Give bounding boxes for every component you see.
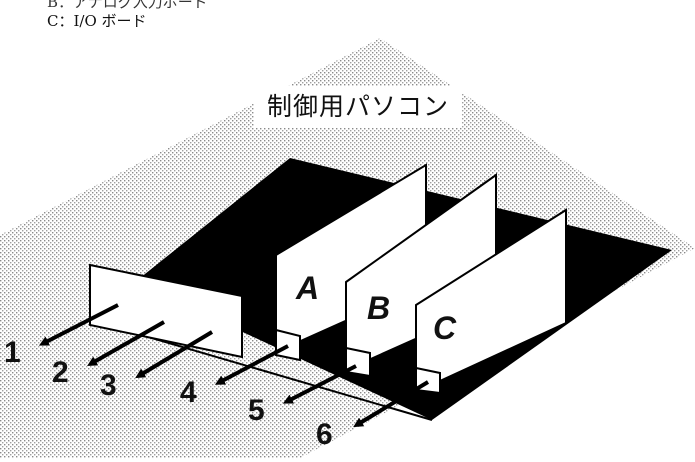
caption-line-c: C：I/O ボード: [47, 12, 147, 30]
label-5: 5: [248, 394, 265, 427]
arrow-4: [214, 344, 289, 385]
label-6: 6: [316, 418, 333, 451]
arrow-5: [282, 364, 357, 404]
label-2: 2: [52, 356, 69, 389]
card-label-c: C: [433, 310, 457, 346]
arrows: [38, 303, 430, 428]
label-4: 4: [180, 376, 197, 409]
label-3: 3: [100, 369, 117, 402]
arrow-2: [87, 320, 165, 366]
label-1: 1: [4, 336, 21, 369]
card-label-b: B: [367, 290, 391, 326]
card-label-a: A: [296, 270, 320, 306]
caption-line-b: B：アナログ入力ボード: [47, 0, 208, 11]
arrow-6: [353, 380, 430, 428]
arrow-3: [135, 330, 214, 379]
arrow-1: [38, 303, 119, 346]
front-panel: [89, 263, 243, 359]
pc-title-label: 制御用パソコン: [254, 86, 462, 128]
